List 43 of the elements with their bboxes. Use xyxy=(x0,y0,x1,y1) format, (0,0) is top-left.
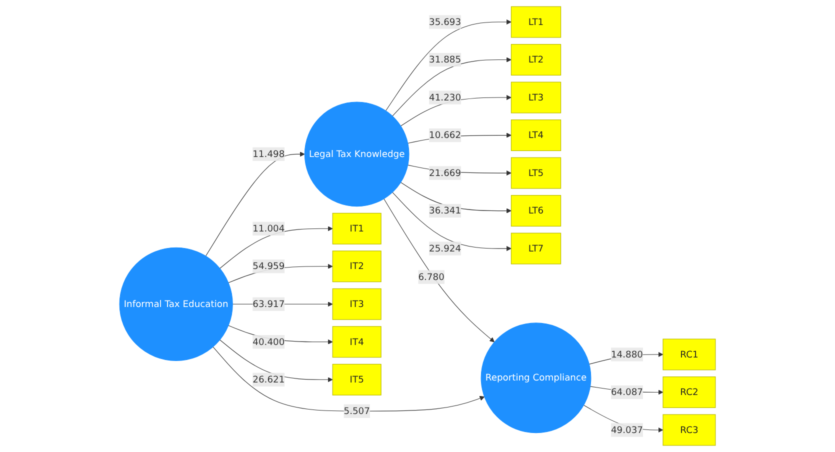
node-box: LT7 xyxy=(510,232,562,264)
arrow xyxy=(392,192,512,252)
node-box: IT2 xyxy=(332,250,382,282)
node-box: RC1 xyxy=(662,338,716,370)
node-box: IT4 xyxy=(332,326,382,358)
edge-label: 63.917 xyxy=(252,298,285,310)
edge-label: 35.693 xyxy=(429,16,462,28)
arrow xyxy=(220,226,333,269)
arrow xyxy=(206,152,305,256)
edge-label: 64.087 xyxy=(610,386,643,398)
node-box: LT3 xyxy=(510,82,562,114)
arrow xyxy=(386,20,512,112)
edge-label: 5.507 xyxy=(344,405,370,416)
arrow xyxy=(212,346,485,412)
edge-label: 21.669 xyxy=(429,167,462,178)
node-box: LT4 xyxy=(510,120,562,151)
node-box: RC2 xyxy=(662,376,716,408)
arrow xyxy=(384,198,495,342)
edge-label: 6.780 xyxy=(418,271,444,282)
edge-label: 41.230 xyxy=(429,92,462,103)
node-circle: Reporting Compliance xyxy=(480,322,592,434)
node-box: LT1 xyxy=(510,6,562,38)
node-box: IT5 xyxy=(332,364,382,396)
node-circle: Legal Tax Knowledge xyxy=(304,102,410,207)
node-box: LT5 xyxy=(510,157,562,189)
edge-label: 11.498 xyxy=(252,148,285,160)
node-box: RC3 xyxy=(662,414,716,446)
node-box: IT3 xyxy=(332,288,382,320)
node-box: IT1 xyxy=(332,212,382,244)
node-circle: Informal Tax Education xyxy=(119,247,233,361)
edge-label: 49.037 xyxy=(610,424,643,436)
edge-label: 26.621 xyxy=(252,374,285,385)
edge-label: 25.924 xyxy=(429,242,462,254)
arrow xyxy=(392,57,512,116)
edge-label: 40.400 xyxy=(252,336,285,348)
edge-label: 10.662 xyxy=(429,130,462,140)
edge-label: 31.885 xyxy=(429,54,462,65)
node-box: LT2 xyxy=(510,44,562,76)
node-box: LT6 xyxy=(510,195,562,227)
edge-label: 54.959 xyxy=(252,260,285,272)
edge-label: 14.880 xyxy=(610,348,643,360)
edge-label: 11.004 xyxy=(252,222,285,234)
edge-label: 36.341 xyxy=(429,205,462,216)
